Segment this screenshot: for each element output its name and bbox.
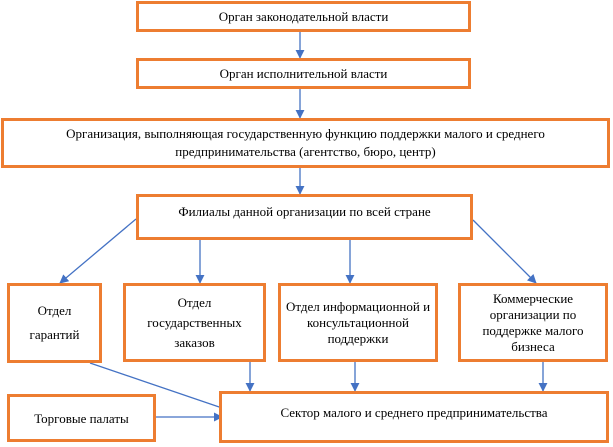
node-sme-sector-label: Сектор малого и среднего предприниматель…	[280, 405, 548, 420]
node-executive-authority: Орган исполнительной власти	[136, 58, 471, 89]
node-state-orders-department-label: Отдел государственных заказов	[147, 294, 242, 350]
node-guarantees-department: Отдел гарантий	[7, 283, 102, 363]
arrow-branches-to-commercial	[472, 219, 537, 284]
node-branches-label: Филиалы данной организации по всей стран…	[178, 204, 431, 219]
node-info-consult-department: Отдел информационной и консультационной …	[278, 283, 438, 362]
node-commercial-organizations: Коммерческие организации по поддержке ма…	[458, 283, 608, 362]
node-branches: Филиалы данной организации по всей стран…	[136, 194, 473, 240]
arrow-guarantees-to-sector	[89, 362, 229, 412]
node-sme-sector: Сектор малого и среднего предприниматель…	[219, 391, 609, 443]
node-chambers-of-commerce: Торговые палаты	[7, 394, 156, 442]
arrow-branches-to-guarantees	[59, 218, 137, 284]
node-executive-authority-label: Орган исполнительной власти	[219, 66, 388, 81]
node-legislative-authority-label: Орган законодательной власти	[218, 9, 389, 24]
node-commercial-organizations-label: Коммерческие организации по поддержке ма…	[482, 290, 584, 354]
node-legislative-authority: Орган законодательной власти	[136, 1, 471, 32]
node-guarantees-department-label: Отдел гарантий	[29, 303, 80, 342]
node-chambers-of-commerce-label: Торговые палаты	[34, 410, 129, 426]
node-support-organization-label: Организация, выполняющая государственную…	[66, 126, 545, 159]
node-state-orders-department: Отдел государственных заказов	[123, 283, 266, 362]
node-info-consult-department-label: Отдел информационной и консультационной …	[285, 298, 431, 346]
node-support-organization: Организация, выполняющая государственную…	[1, 118, 610, 168]
